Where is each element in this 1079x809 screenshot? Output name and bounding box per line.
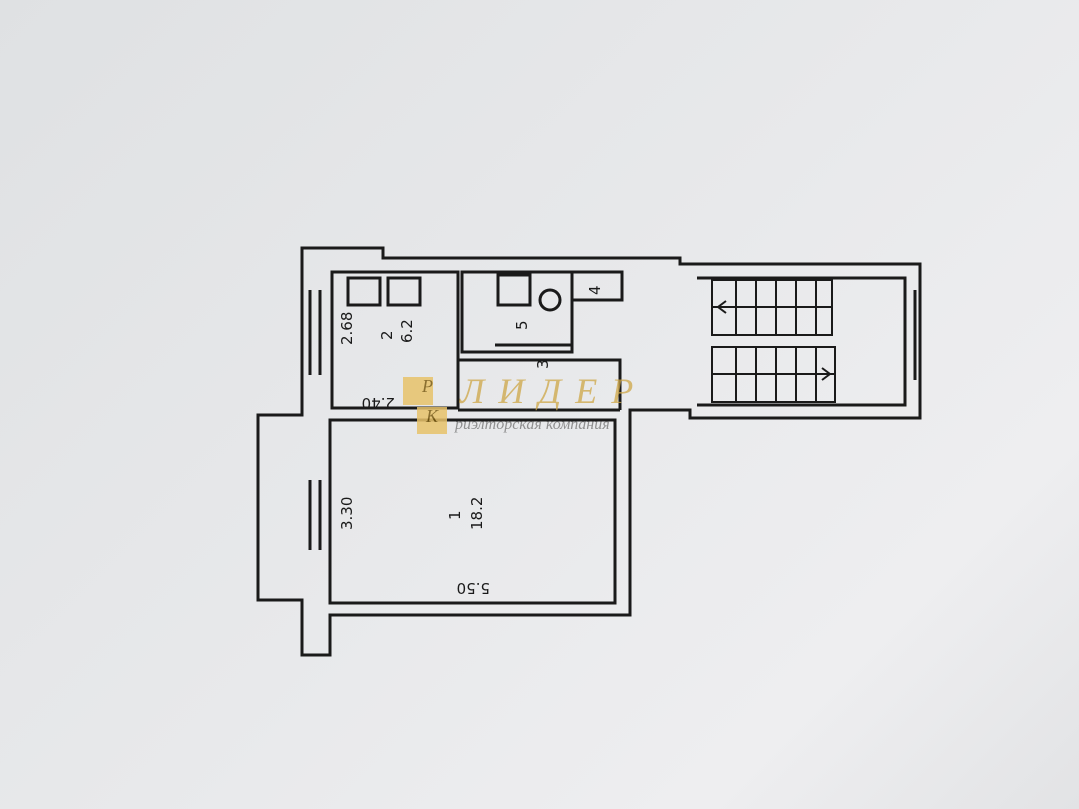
room-4-number: 4 [586, 285, 604, 295]
room-1-area: 18.2 [468, 497, 486, 530]
room-2-area: 6.2 [398, 319, 416, 343]
room-length-label: 5.50 [457, 579, 490, 597]
walls [256, 246, 922, 657]
logo-top: Р [403, 376, 433, 405]
kitchen-width-label: 2.68 [338, 312, 356, 345]
room-width-label: 3.30 [338, 497, 356, 530]
stairs [711, 279, 836, 403]
kitchen-length-label: 2.40 [362, 394, 395, 412]
room-3-number: 3 [534, 359, 552, 369]
room-5-number: 5 [513, 320, 531, 330]
logo-bottom: К [417, 406, 447, 434]
room-2-number: 2 [378, 330, 396, 340]
watermark-brand: ЛИДЕР [460, 371, 648, 411]
room-1-number: 1 [446, 510, 464, 520]
watermark-subtitle: риэлторская компания [455, 416, 610, 433]
